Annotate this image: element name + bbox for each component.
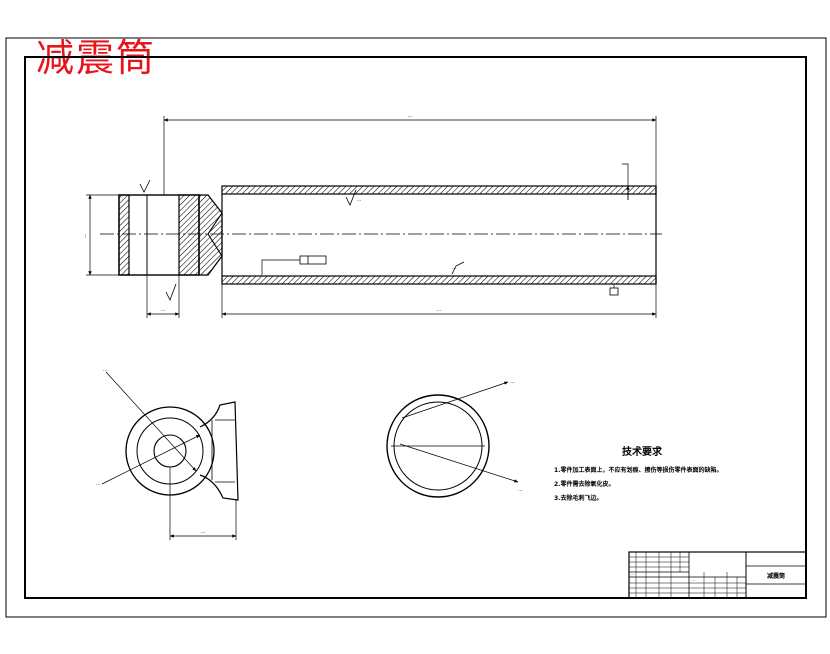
tube-length-text: ···	[437, 308, 442, 314]
outer-border	[5, 37, 827, 618]
diameter-text: ···	[83, 233, 89, 238]
section1-diag-text-2: ···	[96, 482, 101, 488]
roughness-text-1: ···	[357, 199, 361, 204]
section1-diag-text: ···	[103, 368, 108, 374]
roughness-mark-3	[139, 179, 151, 193]
roughness-mark-1	[345, 189, 357, 206]
cone-tip	[207, 212, 223, 257]
tube-wall-bottom	[221, 275, 657, 285]
overall-length-text: ···	[408, 114, 413, 120]
tech-item-3: 3.去除毛刺飞边。	[554, 494, 602, 502]
section1-dim-text: ···	[201, 530, 206, 536]
part-name-text: 减震筒	[767, 572, 785, 580]
titleblock-row-labels: ···	[631, 573, 634, 577]
section-view-tube	[386, 381, 519, 498]
section2-diag-text-2: ···	[518, 488, 523, 494]
section2-diag-text: ···	[510, 380, 515, 386]
neck-hatch	[198, 194, 223, 276]
roughness-mark-2	[451, 261, 465, 275]
datum-box	[609, 287, 619, 296]
head-hatch-left	[118, 194, 130, 276]
titleblock-sign-labels: ···	[692, 579, 695, 583]
tech-item-2: 2.零件需去除氧化皮。	[554, 480, 614, 488]
tech-item-1: 1.零件加工表面上，不应有划痕、擦伤等损伤零件表面的缺陷。	[554, 466, 722, 474]
roughness-mark-4	[165, 283, 177, 301]
inner-border	[24, 56, 807, 599]
roughness-text-2: ···	[452, 267, 456, 272]
tube-wall-top	[221, 185, 657, 195]
head-hatch-right	[178, 194, 200, 276]
tech-title: 技术要求	[622, 445, 663, 458]
head-length-text: ···	[161, 308, 166, 314]
tolerance-frame	[299, 255, 327, 265]
title-block	[628, 551, 807, 599]
front-view	[86, 116, 662, 318]
section-view-head	[101, 371, 239, 540]
